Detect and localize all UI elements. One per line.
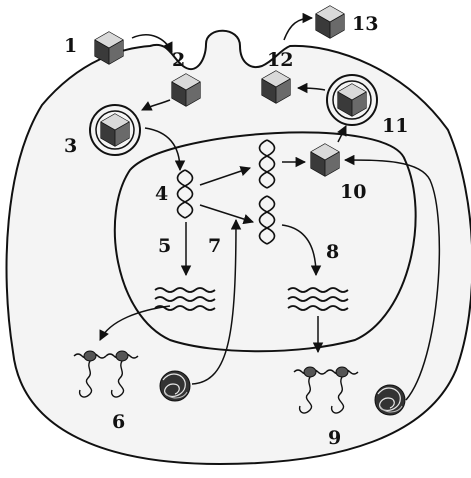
arrow-early-mrna-to-ribosomes bbox=[99, 305, 171, 341]
endosome-outer bbox=[89, 104, 141, 156]
arrow-10-to-11 bbox=[337, 125, 347, 143]
endosome-inner bbox=[95, 110, 135, 150]
arrow-7-protein-to-nucleus bbox=[191, 218, 242, 385]
step-label-1: 1 bbox=[64, 35, 77, 57]
step-label-4: 4 bbox=[155, 183, 168, 205]
arrow-11-to-12 bbox=[296, 82, 326, 94]
released-virus-icon bbox=[315, 5, 345, 39]
step-label-12: 12 bbox=[267, 49, 293, 71]
step-label-10: 10 bbox=[340, 181, 366, 203]
step-label-9: 9 bbox=[328, 427, 341, 449]
late-protein-icon bbox=[374, 384, 406, 416]
arrow-8-transcription bbox=[281, 224, 322, 277]
step-label-3: 3 bbox=[64, 135, 77, 157]
arrow-12-to-13 bbox=[283, 12, 314, 41]
step-label-6: 6 bbox=[112, 411, 125, 433]
nucleus bbox=[113, 131, 417, 353]
early-protein-icon bbox=[159, 370, 191, 402]
step-label-5: 5 bbox=[158, 235, 171, 257]
vesicle-inner bbox=[332, 80, 372, 120]
arrow-2-to-3 bbox=[141, 99, 171, 111]
step-label-13: 13 bbox=[352, 13, 378, 35]
step-label-8: 8 bbox=[326, 241, 339, 263]
arrow-1-to-2 bbox=[131, 34, 173, 53]
step-label-2: 2 bbox=[172, 49, 185, 71]
step-label-11: 11 bbox=[382, 115, 408, 137]
step-label-7: 7 bbox=[208, 235, 221, 257]
arrow-4-to-replicated-dna-2 bbox=[199, 204, 254, 225]
arrow-late-protein-to-assembly bbox=[343, 154, 441, 401]
arrow-3-to-4 bbox=[144, 127, 186, 172]
vesicle-outer bbox=[326, 74, 378, 126]
arrow-4-to-replicated-dna bbox=[199, 166, 251, 186]
